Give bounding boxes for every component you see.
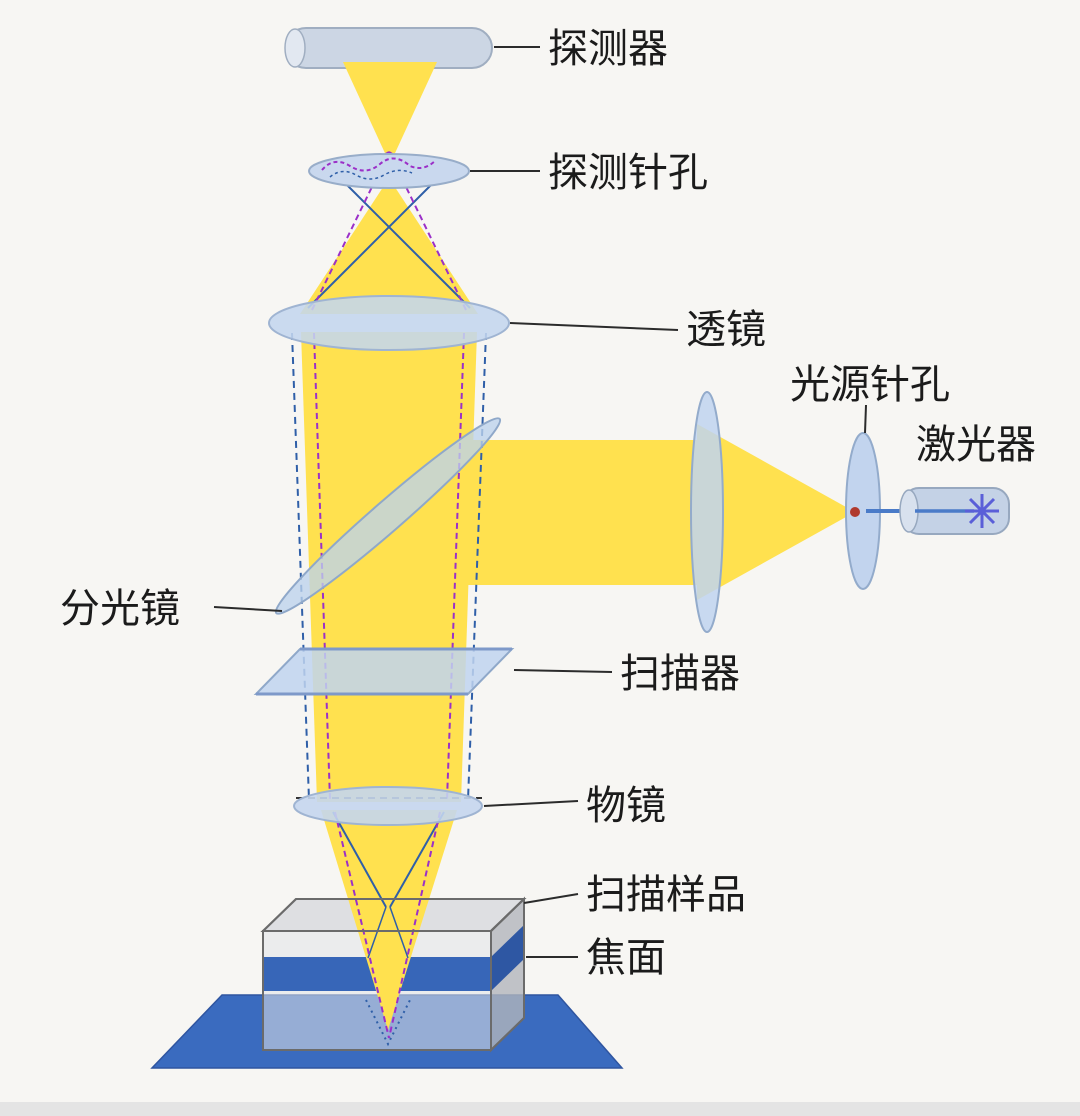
label-lens: 透镜	[686, 308, 766, 352]
ray-blue-focus-right	[389, 811, 445, 908]
blocked-light-squiggle-blue	[329, 169, 413, 180]
laser-focus-dot	[850, 507, 860, 517]
ray-blue-dotted-bottom	[365, 999, 411, 1047]
lens-ellipse	[268, 295, 510, 351]
beam-splitter-ellipse	[274, 417, 502, 615]
laser-burst-icon	[965, 494, 999, 528]
sample-box-side-outline	[490, 896, 525, 1053]
ray-purple-focus-right	[388, 811, 441, 1039]
connector-objective	[483, 800, 579, 807]
focal-plane-slab-side	[491, 925, 524, 991]
ray-blue-column-right	[467, 332, 487, 801]
ray-purple-focus-left	[334, 811, 390, 1039]
ray-blue-focus-cross2	[389, 906, 409, 959]
connector-lens	[509, 322, 679, 331]
objective-lens-ellipse	[293, 786, 483, 826]
scanner-plate	[253, 648, 515, 695]
label-source-pinhole: 光源针孔	[790, 363, 950, 407]
detection-pinhole-plate	[308, 153, 470, 189]
connector-beam-splitter	[213, 606, 283, 612]
ray-purple-column-right	[446, 332, 465, 801]
ray-blue-x2	[307, 177, 439, 309]
bottom-strip	[0, 1102, 1080, 1116]
label-laser: 激光器	[916, 423, 1036, 467]
beam-pinhole-lens-cone	[300, 178, 478, 314]
connector-source-pinhole	[864, 404, 867, 434]
ray-blue-x1	[339, 177, 471, 309]
label-objective: 物镜	[586, 784, 666, 828]
label-detector: 探测器	[548, 27, 668, 71]
beam-detector-cone	[343, 62, 437, 164]
connector-scanner	[513, 669, 613, 673]
connector-sample	[523, 893, 579, 904]
beam-horizontal-cone	[697, 424, 855, 600]
label-beam-splitter: 分光镜	[60, 587, 180, 631]
label-sample: 扫描样品	[586, 873, 746, 917]
label-focal-plane: 焦面	[586, 936, 666, 980]
beam-horizontal-band	[309, 440, 697, 585]
detector-cylinder-cap	[284, 28, 306, 68]
label-detection-pinhole: 探测针孔	[548, 151, 708, 195]
ray-blue-focus-cross1	[367, 906, 387, 959]
beam-splitter-group	[274, 417, 502, 615]
beam-objective-cone	[321, 810, 457, 1030]
source-lens-ellipse	[690, 391, 724, 633]
ray-blue-focus-left	[332, 811, 387, 908]
ray-blue-column-left	[291, 332, 310, 801]
blocked-light-squiggle-purple	[321, 157, 437, 172]
connector-lines	[213, 46, 867, 958]
label-scanner: 扫描器	[620, 652, 740, 696]
